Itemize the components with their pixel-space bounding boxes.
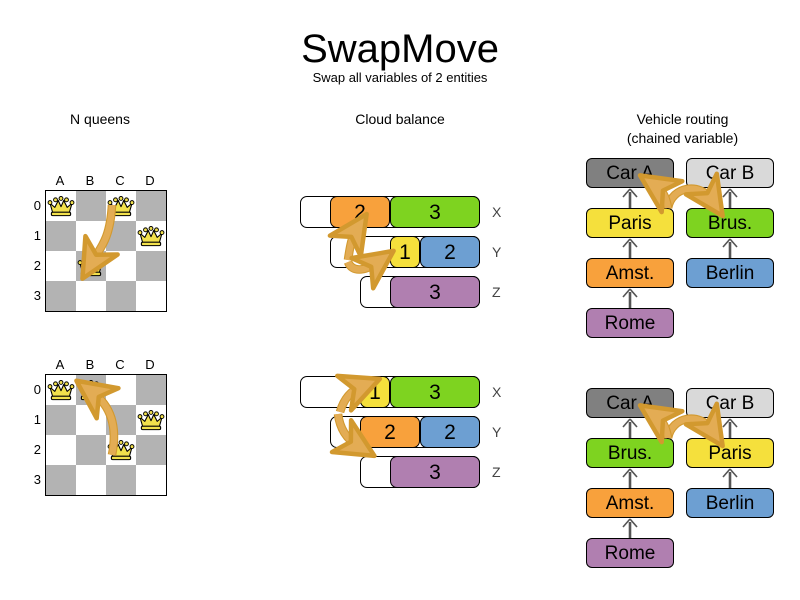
board-cell[interactable] bbox=[136, 375, 166, 405]
board-col-label: A bbox=[55, 173, 65, 188]
board-cell[interactable] bbox=[136, 281, 166, 311]
column-title-vehiclerouting-line1: Vehicle routing bbox=[636, 111, 729, 127]
vehicle-node-car-a[interactable]: Car A bbox=[586, 388, 674, 418]
board-cell[interactable] bbox=[76, 465, 106, 495]
board-cell[interactable] bbox=[46, 465, 76, 495]
board-cell[interactable] bbox=[136, 465, 166, 495]
customer-node-a-0[interactable]: Paris bbox=[586, 208, 674, 238]
cloud-process-block[interactable]: 3 bbox=[390, 276, 480, 308]
board-cell[interactable] bbox=[106, 281, 136, 311]
vehicle-node-car-b[interactable]: Car B bbox=[686, 158, 774, 188]
board-col-label: C bbox=[115, 357, 125, 372]
cloud-process-block[interactable]: 2 bbox=[420, 236, 480, 268]
board-cell[interactable] bbox=[46, 191, 76, 221]
customer-node-b-0[interactable]: Brus. bbox=[686, 208, 774, 238]
chain-edge-arrow bbox=[622, 468, 638, 488]
chain-edge-arrow bbox=[722, 238, 738, 258]
customer-node-a-0[interactable]: Brus. bbox=[586, 438, 674, 468]
board-cell[interactable] bbox=[136, 435, 166, 465]
cloud-process-block[interactable]: 2 bbox=[330, 196, 390, 228]
customer-node-b-1[interactable]: Berlin bbox=[686, 258, 774, 288]
board-cell[interactable] bbox=[106, 465, 136, 495]
customer-node-a-2[interactable]: Rome bbox=[586, 308, 674, 338]
board-cell[interactable] bbox=[46, 435, 76, 465]
customer-node-b-0[interactable]: Paris bbox=[686, 438, 774, 468]
cloud-computer-label: Y bbox=[492, 424, 502, 440]
column-title-vehiclerouting: Vehicle routing (chained variable) bbox=[590, 110, 775, 148]
queen-piece[interactable] bbox=[137, 225, 165, 247]
chain-edge-arrow bbox=[722, 418, 738, 438]
vehicle-node-car-a[interactable]: Car A bbox=[586, 158, 674, 188]
board-cell[interactable] bbox=[136, 221, 166, 251]
cloud-process-block[interactable]: 3 bbox=[390, 196, 480, 228]
customer-node-a-1[interactable]: Amst. bbox=[586, 258, 674, 288]
board-col-label: C bbox=[115, 173, 125, 188]
queen-icon bbox=[47, 380, 75, 401]
board-cell[interactable] bbox=[46, 405, 76, 435]
cloud-process-block[interactable]: 2 bbox=[420, 416, 480, 448]
customer-node-a-2[interactable]: Rome bbox=[586, 538, 674, 568]
chain-edge-arrow bbox=[622, 518, 638, 538]
board-col-label: D bbox=[145, 357, 155, 372]
cloud-computer-label: X bbox=[492, 204, 502, 220]
cloud-computer-label: Y bbox=[492, 244, 502, 260]
board-row-label: 1 bbox=[33, 412, 41, 427]
chain-edge-arrow bbox=[622, 238, 638, 258]
board-cell[interactable] bbox=[106, 435, 136, 465]
queen-piece[interactable] bbox=[137, 409, 165, 431]
board-row-label: 3 bbox=[33, 288, 41, 303]
cloud-computer-label: Z bbox=[492, 284, 501, 300]
chain-edge-arrow bbox=[622, 418, 638, 438]
board-row-label: 2 bbox=[33, 442, 41, 457]
board-row-label: 3 bbox=[33, 472, 41, 487]
cloud-process-block[interactable]: 2 bbox=[360, 416, 420, 448]
chain-edge-arrow bbox=[722, 188, 738, 208]
board-row-label: 1 bbox=[33, 228, 41, 243]
board-cell[interactable] bbox=[136, 405, 166, 435]
board-cell[interactable] bbox=[136, 251, 166, 281]
board-cell[interactable] bbox=[46, 281, 76, 311]
queen-icon bbox=[137, 226, 165, 247]
queen-piece[interactable] bbox=[47, 195, 75, 217]
board-cell[interactable] bbox=[76, 281, 106, 311]
customer-node-a-1[interactable]: Amst. bbox=[586, 488, 674, 518]
queen-icon bbox=[137, 410, 165, 431]
column-title-nqueens: N queens bbox=[70, 111, 130, 127]
board-row-label: 2 bbox=[33, 258, 41, 273]
cloud-process-block[interactable]: 3 bbox=[390, 456, 480, 488]
cloud-process-block[interactable]: 1 bbox=[360, 376, 390, 408]
board-col-label: B bbox=[85, 173, 95, 188]
customer-node-b-1[interactable]: Berlin bbox=[686, 488, 774, 518]
cloud-computer-label: Z bbox=[492, 464, 501, 480]
board-row-label: 0 bbox=[33, 382, 41, 397]
board-cell[interactable] bbox=[46, 221, 76, 251]
board-col-label: B bbox=[85, 357, 95, 372]
board-cell[interactable] bbox=[46, 251, 76, 281]
cloud-process-block[interactable]: 1 bbox=[390, 236, 420, 268]
board-cell[interactable] bbox=[46, 375, 76, 405]
vehicle-node-car-b[interactable]: Car B bbox=[686, 388, 774, 418]
page-subtitle: Swap all variables of 2 entities bbox=[312, 70, 488, 85]
page-title: SwapMove bbox=[301, 27, 499, 71]
column-title-vehiclerouting-line2: (chained variable) bbox=[626, 130, 739, 146]
board-col-label: A bbox=[55, 357, 65, 372]
cloud-computer-label: X bbox=[492, 384, 502, 400]
queen-icon bbox=[47, 196, 75, 217]
queen-piece[interactable] bbox=[47, 379, 75, 401]
board-cell[interactable] bbox=[136, 191, 166, 221]
cloud-process-block[interactable]: 3 bbox=[390, 376, 480, 408]
board-col-label: D bbox=[145, 173, 155, 188]
board-row-label: 0 bbox=[33, 198, 41, 213]
chain-edge-arrow bbox=[722, 468, 738, 488]
column-title-cloudbalance: Cloud balance bbox=[355, 111, 445, 127]
chain-edge-arrow bbox=[622, 188, 638, 208]
chain-edge-arrow bbox=[622, 288, 638, 308]
